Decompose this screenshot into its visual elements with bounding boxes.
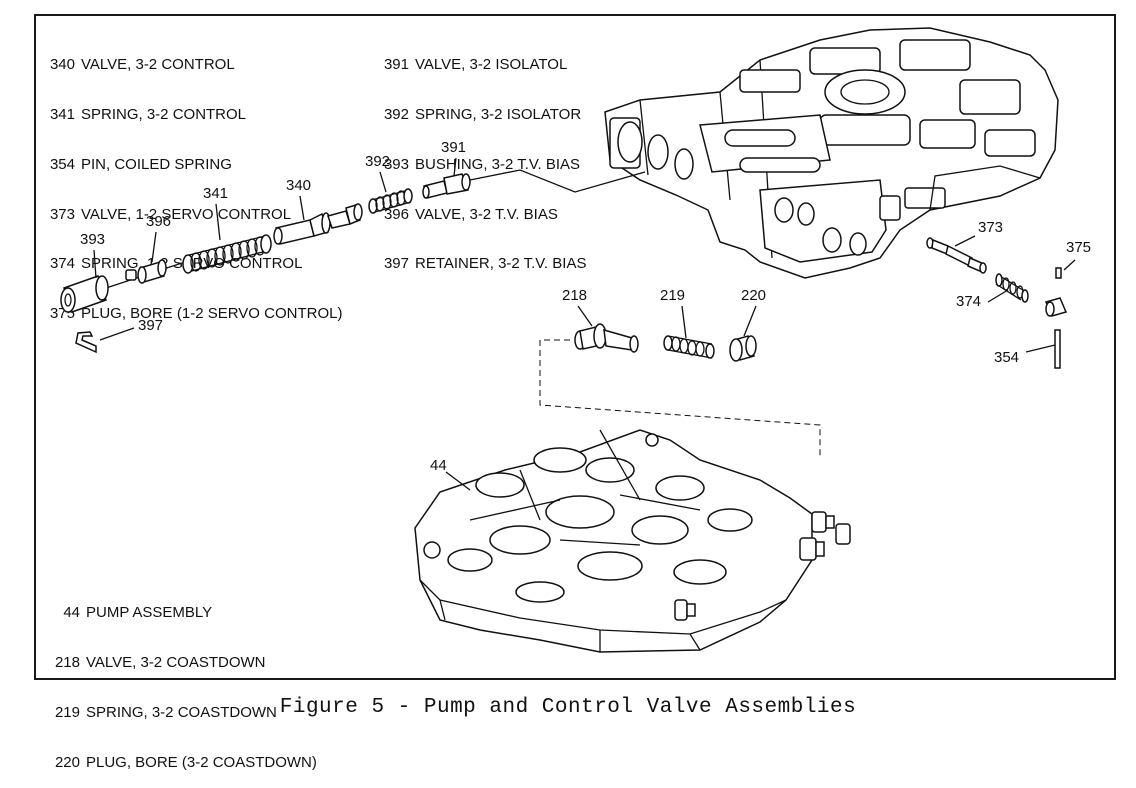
valve-391 bbox=[422, 173, 471, 199]
legend-number: 340 bbox=[49, 56, 75, 74]
callout-396: 396 bbox=[146, 213, 171, 230]
legend-number: 373 bbox=[49, 205, 75, 223]
valve-373 bbox=[926, 237, 987, 274]
callout-375: 375 bbox=[1066, 239, 1091, 256]
legend-row: 373 VALVE, 1-2 SERVO CONTROL bbox=[47, 205, 342, 224]
legend-text: PUMP ASSEMBLY bbox=[86, 604, 213, 622]
callout-218: 218 bbox=[562, 287, 587, 304]
legend-text: PLUG, BORE (1-2 SERVO CONTROL) bbox=[81, 305, 343, 323]
legend-number: 220 bbox=[54, 753, 80, 771]
spring-341 bbox=[182, 234, 272, 274]
legend-number: 219 bbox=[54, 703, 80, 721]
callout-219: 219 bbox=[660, 287, 685, 304]
leader-line bbox=[93, 249, 97, 279]
leader-line bbox=[1063, 259, 1076, 271]
leader-line bbox=[954, 235, 976, 247]
callout-373: 373 bbox=[978, 219, 1003, 236]
legend-text: SPRING, 3-2 ISOLATOR bbox=[415, 105, 582, 123]
legend-number: 393 bbox=[383, 155, 409, 173]
legend-row: 219 SPRING, 3-2 COASTDOWN bbox=[48, 703, 317, 722]
legend-number: 374 bbox=[49, 255, 75, 273]
bushing-393 bbox=[60, 275, 109, 313]
assembly-line bbox=[469, 169, 646, 193]
legend-row: 218 VALVE, 3-2 COASTDOWN bbox=[48, 653, 317, 672]
legend-text: SPRING, 3-2 CONTROL bbox=[81, 105, 247, 123]
callout-391: 391 bbox=[441, 139, 466, 156]
leader-line bbox=[215, 203, 221, 241]
control-valve-body bbox=[604, 27, 1059, 279]
leader-line bbox=[1025, 344, 1056, 353]
figure-caption: Figure 5 - Pump and Control Valve Assemb… bbox=[279, 696, 857, 719]
pin-354 bbox=[1054, 329, 1061, 369]
legend-text: PLUG, BORE (3-2 COASTDOWN) bbox=[86, 753, 317, 771]
legend-number: 391 bbox=[383, 56, 409, 74]
leader-line bbox=[681, 305, 687, 339]
leader-line bbox=[151, 231, 157, 263]
valve-218 bbox=[574, 323, 639, 353]
legend-number: 396 bbox=[383, 205, 409, 223]
legend-text: BUSHING, 3-2 T.V. BIAS bbox=[415, 155, 581, 173]
legend-row: 396 VALVE, 3-2 T.V. BIAS bbox=[381, 205, 586, 224]
valve-396 bbox=[125, 259, 167, 284]
assembly-dashed-line bbox=[539, 339, 821, 458]
legend-text: SPRING, 3-2 COASTDOWN bbox=[86, 703, 277, 721]
leader-line bbox=[743, 305, 757, 337]
leader-line bbox=[987, 289, 1009, 303]
valve-340 bbox=[273, 203, 363, 245]
leader-line bbox=[379, 171, 387, 193]
legend-number: 44 bbox=[63, 604, 80, 622]
legend-text: VALVE, 3-2 T.V. BIAS bbox=[415, 205, 558, 223]
plug-220 bbox=[729, 335, 757, 362]
figure-frame bbox=[34, 14, 1116, 680]
spring-374 bbox=[995, 273, 1029, 303]
exploded-view-illustration: 393 396 341 340 392 391 397 218 219 220 … bbox=[60, 27, 1091, 653]
legend-row: 220 PLUG, BORE (3-2 COASTDOWN) bbox=[48, 753, 317, 772]
legend-number: 392 bbox=[383, 105, 409, 123]
leader-line bbox=[453, 157, 457, 177]
callout-340: 340 bbox=[286, 177, 311, 194]
legend-row: 44 PUMP ASSEMBLY bbox=[48, 604, 317, 622]
legend-text: PIN, COILED SPRING bbox=[81, 155, 232, 173]
callout-392: 392 bbox=[365, 153, 390, 170]
legend-text: VALVE, 3-2 CONTROL bbox=[81, 56, 235, 74]
callout-354: 354 bbox=[994, 349, 1019, 366]
plug-375 bbox=[1044, 267, 1068, 317]
callout-220: 220 bbox=[741, 287, 766, 304]
leader-line bbox=[299, 195, 305, 221]
legend-text: VALVE, 3-2 ISOLATOL bbox=[415, 56, 568, 74]
legend-row: 393 BUSHING, 3-2 T.V. BIAS bbox=[381, 155, 586, 174]
legend-number: 354 bbox=[49, 155, 75, 173]
leader-line bbox=[99, 327, 135, 341]
legend-number: 341 bbox=[49, 105, 75, 123]
legend-text: VALVE, 1-2 SERVO CONTROL bbox=[81, 205, 292, 223]
legend-row: 354 PIN, COILED SPRING bbox=[47, 155, 342, 174]
callout-341: 341 bbox=[203, 185, 228, 202]
spring-219 bbox=[663, 335, 715, 359]
callout-393: 393 bbox=[80, 231, 105, 248]
retainer-397 bbox=[75, 331, 97, 354]
legend-number: 218 bbox=[54, 653, 80, 671]
callout-374: 374 bbox=[956, 293, 981, 310]
legend-text: VALVE, 3-2 COASTDOWN bbox=[86, 653, 266, 671]
legend-number: 397 bbox=[383, 255, 409, 273]
legend-row: 391 VALVE, 3-2 ISOLATOL bbox=[381, 56, 586, 74]
parts-legend-right: 391 VALVE, 3-2 ISOLATOL 392 SPRING, 3-2 IS… bbox=[381, 24, 586, 290]
leader-line bbox=[445, 471, 471, 491]
callout-44: 44 bbox=[430, 457, 447, 474]
spring-392 bbox=[368, 188, 413, 214]
legend-row: 392 SPRING, 3-2 ISOLATOR bbox=[381, 105, 586, 124]
pump-assembly-44 bbox=[414, 429, 851, 653]
legend-row: 340 VALVE, 3-2 CONTROL bbox=[47, 56, 342, 74]
legend-text: RETAINER, 3-2 T.V. BIAS bbox=[415, 255, 587, 273]
legend-row: 341 SPRING, 3-2 CONTROL bbox=[47, 105, 342, 124]
leader-line bbox=[577, 305, 593, 327]
callout-397: 397 bbox=[138, 317, 163, 334]
legend-row: 397 RETAINER, 3-2 T.V. BIAS bbox=[381, 256, 586, 273]
